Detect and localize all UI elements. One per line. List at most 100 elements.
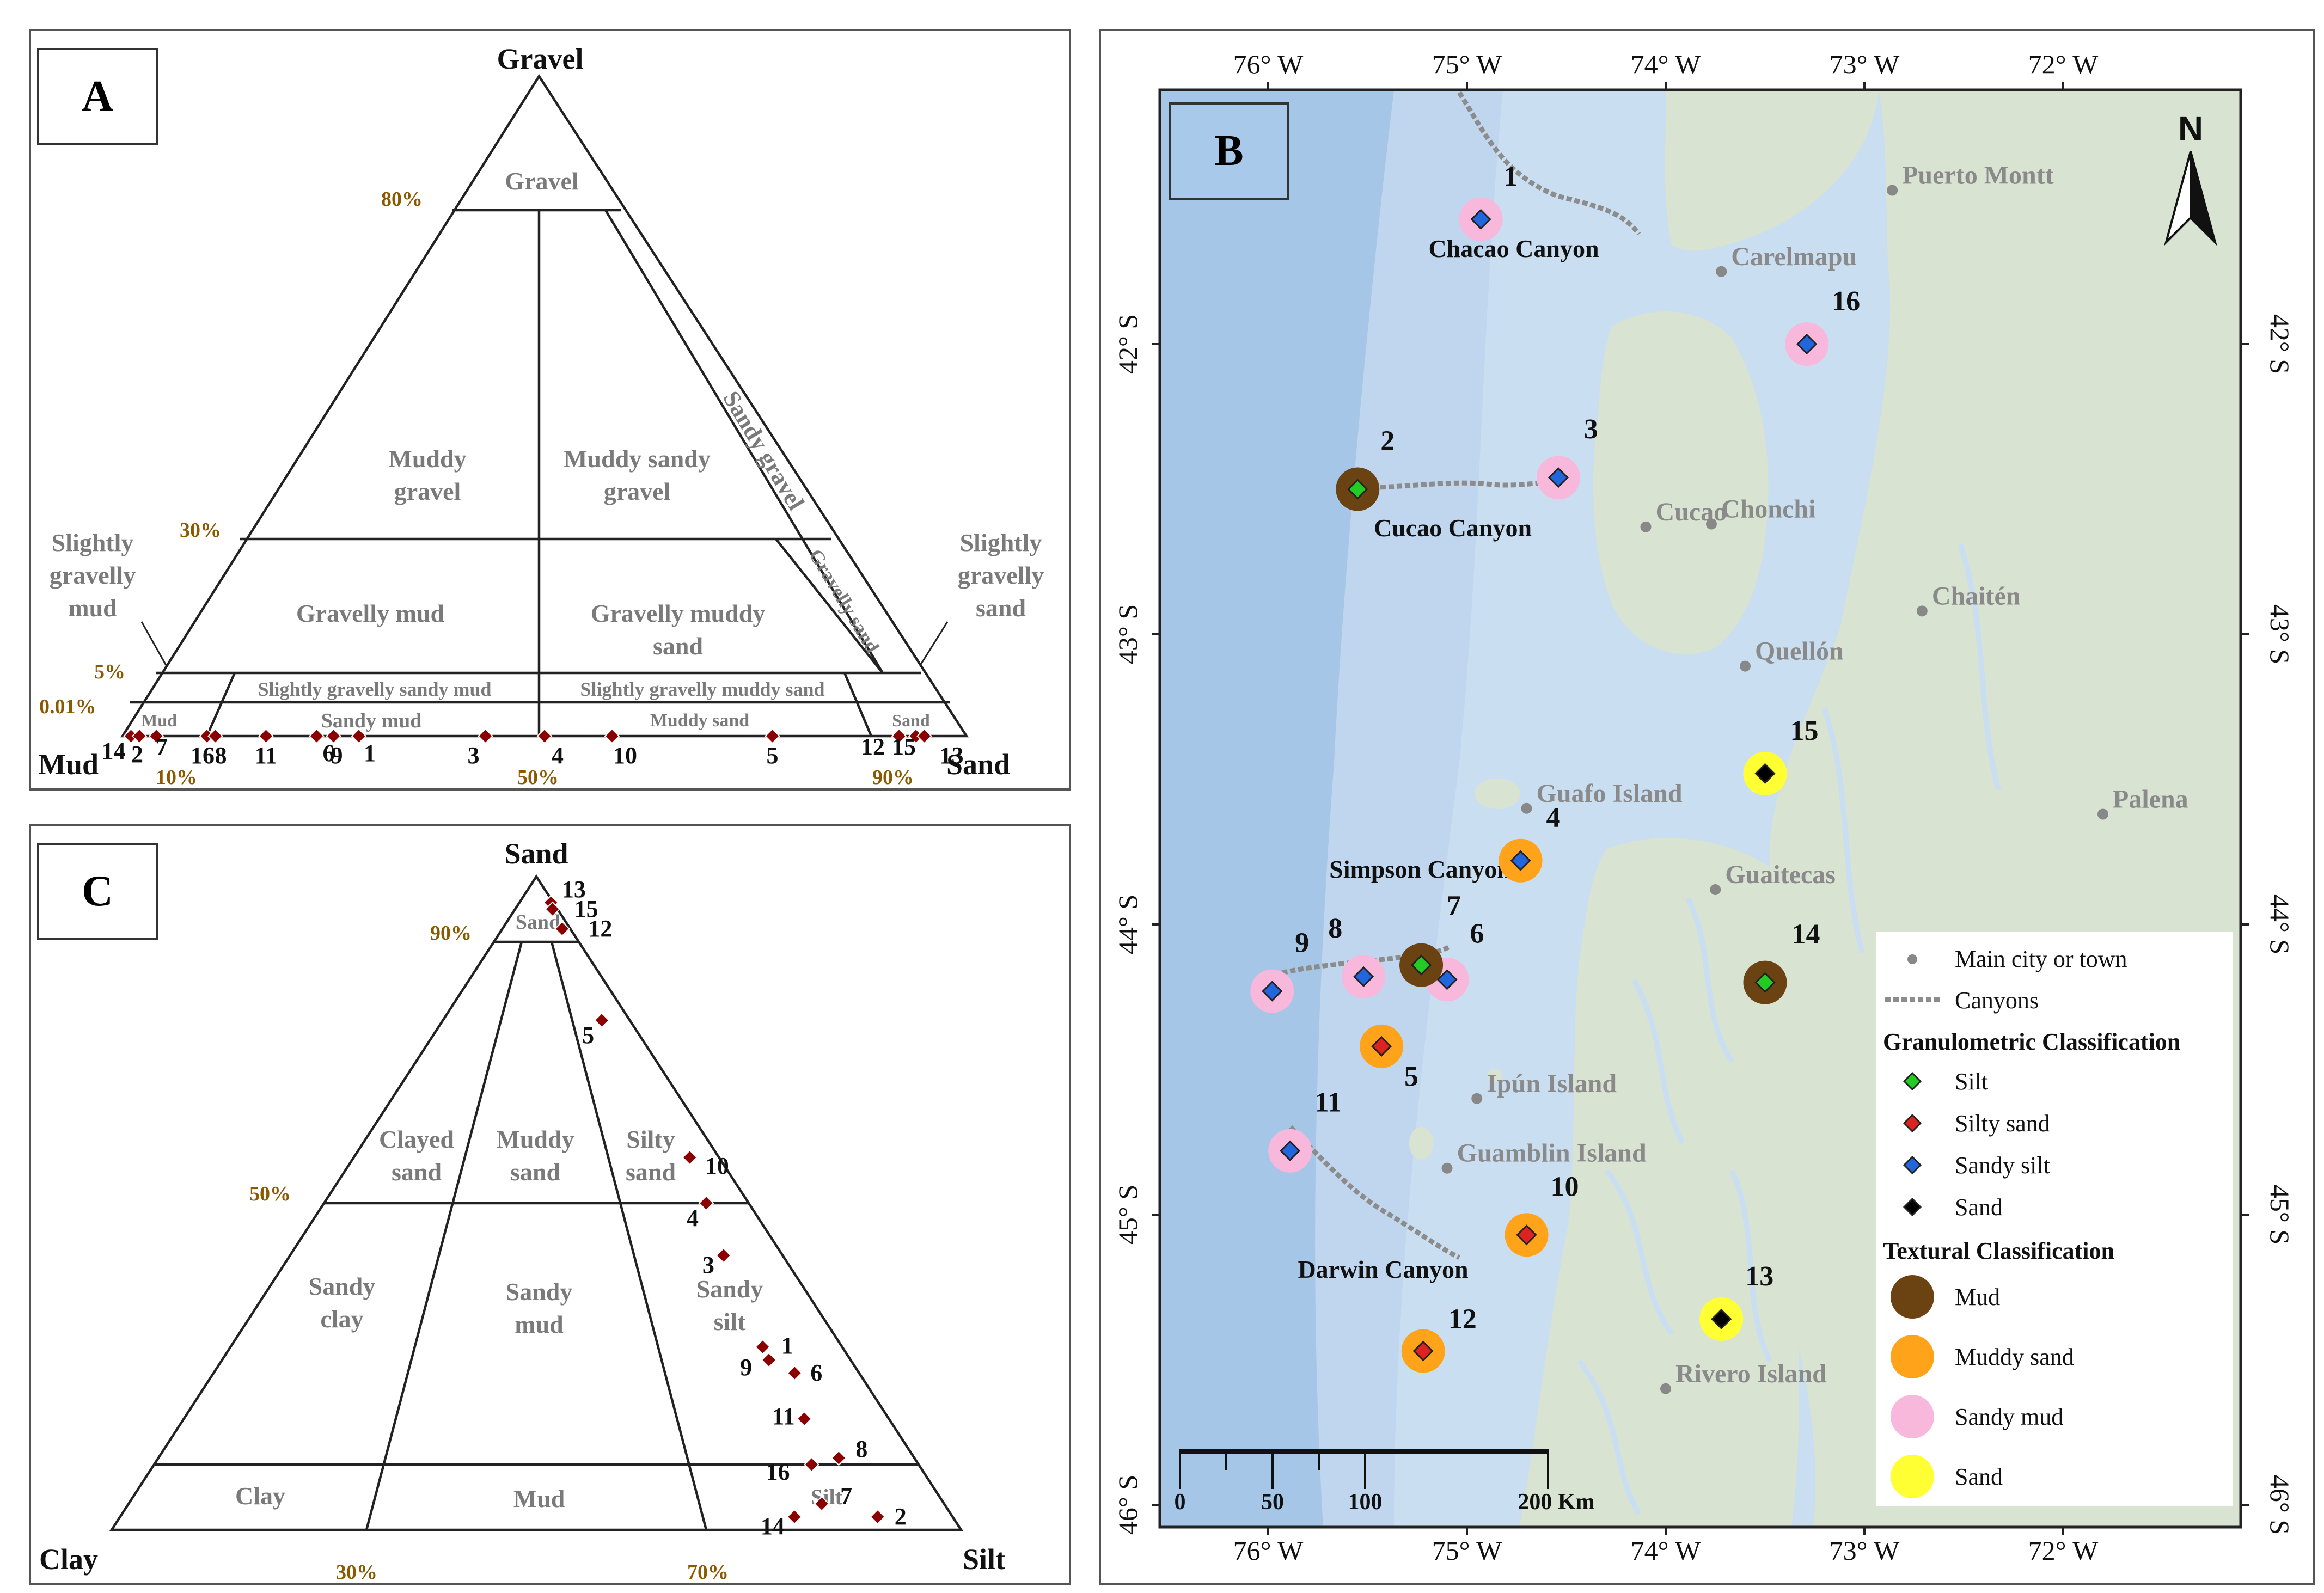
sample-marker-c-10	[682, 1149, 698, 1166]
field-sand: Sand	[892, 710, 930, 730]
sample-marker-c-2	[870, 1509, 886, 1525]
sample-label-c-1: 1	[781, 1332, 793, 1359]
lon-label-bottom: 73° W	[1830, 1535, 1900, 1566]
vertex-mud: Mud	[38, 748, 99, 781]
place-label: Guafo Island	[1537, 779, 1683, 808]
place-marker	[1740, 660, 1751, 672]
legend-gran-label-sandy_silt: Sandy silt	[1955, 1152, 2050, 1179]
pct-c-30: 30%	[336, 1561, 377, 1584]
lon-label-top: 72° W	[2028, 49, 2099, 79]
sample-label-a-1: 1	[364, 740, 376, 767]
map-body: Puerto MonttCarelmapuCucaoChonchiChaitén…	[1160, 90, 2241, 1527]
station-label-10: 10	[1551, 1171, 1579, 1202]
station-gran-marker-11	[1280, 1140, 1301, 1161]
line-sandy-gravel	[604, 209, 884, 674]
pct-30: 30%	[180, 519, 221, 542]
vertex-sand-c: Sand	[504, 837, 568, 870]
station-gran-marker-4	[1510, 850, 1531, 871]
map-graticule-ticks: 76° W76° W75° W75° W74° W74° W73° W73° W…	[1112, 49, 2295, 1566]
sample-marker-c-7	[814, 1496, 830, 1512]
sample-label-a-13: 13	[940, 742, 964, 769]
sample-marker-c-6	[786, 1365, 803, 1381]
vertex-gravel: Gravel	[497, 42, 584, 75]
vertex-silt: Silt	[963, 1543, 1005, 1576]
station-gran-marker-8	[1353, 966, 1374, 988]
sample-label-c-6: 6	[810, 1359, 822, 1386]
map-legend: Main city or town Canyons Granulometric …	[1876, 932, 2233, 1506]
field-c-mud: Mud	[513, 1485, 565, 1512]
pct-90: 90%	[872, 766, 914, 789]
field-c-muddy-sand-1: Muddy	[496, 1125, 574, 1153]
sample-marker-a-11	[258, 728, 274, 744]
map-neatline	[1158, 88, 2242, 1529]
station-label-4: 4	[1546, 802, 1561, 834]
lon-label-top: 73° W	[1830, 49, 1900, 79]
place-marker	[1521, 802, 1532, 814]
canyon-label-simpson: Simpson Canyon	[1329, 855, 1511, 883]
ternary-a-percent-labels: 80% 30% 5% 0.01% 10% 50% 90%	[39, 188, 914, 789]
station-gran-marker-3	[1548, 467, 1569, 488]
place-label: Puerto Montt	[1902, 161, 2054, 190]
guafo-island-shape	[1475, 779, 1520, 809]
station-gran-marker-10	[1516, 1224, 1537, 1246]
lat-label-left: 45° S	[1112, 1185, 1143, 1245]
place-marker	[1710, 884, 1721, 896]
sample-marker-a-9	[326, 728, 341, 744]
sample-marker-c-16	[804, 1456, 819, 1473]
field-gravelly-muddy-sand-2: sand	[653, 632, 703, 660]
station-label-16: 16	[1832, 286, 1860, 317]
panel-a-frame	[29, 29, 1071, 791]
field-slightly-gravelly-sandy-mud: Slightly gravelly sandy mud	[258, 678, 491, 700]
pct-10: 10%	[156, 766, 197, 789]
lat-label-right: 44° S	[2265, 894, 2295, 954]
lat-label-right: 42° S	[2265, 314, 2295, 374]
sample-label-a-15: 15	[892, 733, 916, 760]
sample-label-c-11: 11	[772, 1403, 795, 1430]
chiloe-island	[1593, 311, 1769, 654]
station-gran-marker-7	[1410, 954, 1432, 976]
canyon-label-cucao: Cucao Canyon	[1374, 514, 1532, 542]
sample-marker-c-14	[786, 1509, 803, 1525]
pointer-sgm	[140, 621, 167, 666]
ipun-island-shape	[1487, 1069, 1502, 1082]
sample-label-c-13: 13	[562, 876, 586, 903]
panel-b-label: B	[1214, 127, 1243, 175]
scale-label-100: 100	[1348, 1490, 1383, 1515]
station-gran-marker-1	[1470, 209, 1491, 230]
sample-marker-a-10	[604, 728, 620, 744]
sample-marker-a-13	[916, 728, 932, 744]
place-label: Quellón	[1755, 637, 1844, 666]
station-label-3: 3	[1584, 414, 1598, 445]
sample-label-a-7: 7	[156, 733, 168, 760]
vertex-clay: Clay	[39, 1543, 98, 1576]
canyon-label-chacao: Chacao Canyon	[1428, 235, 1599, 262]
sample-label-a-11: 11	[255, 742, 278, 769]
lat-label-left: 46° S	[1112, 1475, 1143, 1535]
darwin-canyon-line	[1288, 1125, 1461, 1260]
legend-gran-label-silty_sand: Silty sand	[1955, 1110, 2050, 1137]
sample-marker-c-5	[594, 1012, 610, 1028]
canyons	[1273, 91, 1641, 1260]
legend-gran-label-sand: Sand	[1955, 1194, 2003, 1221]
field-c-sandy-clay-1: Sandy	[309, 1272, 376, 1300]
sample-label-c-5: 5	[582, 1022, 594, 1049]
field-sandy-mud: Sandy mud	[321, 709, 422, 732]
panel-c-label-box	[37, 843, 158, 940]
place-marker	[1660, 1383, 1671, 1394]
field-muddy-gravel-1: Muddy	[388, 445, 466, 473]
map-places: Puerto MonttCarelmapuCucaoChonchiChaitén…	[1441, 161, 2188, 1394]
legend-gran-symbol-sand	[1903, 1197, 1922, 1217]
ternary-a-vertex-labels: Gravel Mud Sand	[38, 42, 1010, 781]
north-arrow-right	[2190, 151, 2217, 246]
sample-label-c-16: 16	[766, 1459, 790, 1485]
north-arrow: N	[2164, 109, 2217, 246]
pct-c-90: 90%	[430, 922, 472, 945]
station-gran-marker-2	[1347, 479, 1368, 500]
ternary-c-vertex-labels: Sand Clay Silt	[39, 837, 1005, 1576]
field-c-silty-sand-1: Silty	[626, 1125, 675, 1153]
ternary-a-lines	[120, 73, 969, 738]
lat-label-right: 46° S	[2265, 1475, 2295, 1535]
sample-label-c-15: 15	[574, 896, 598, 922]
